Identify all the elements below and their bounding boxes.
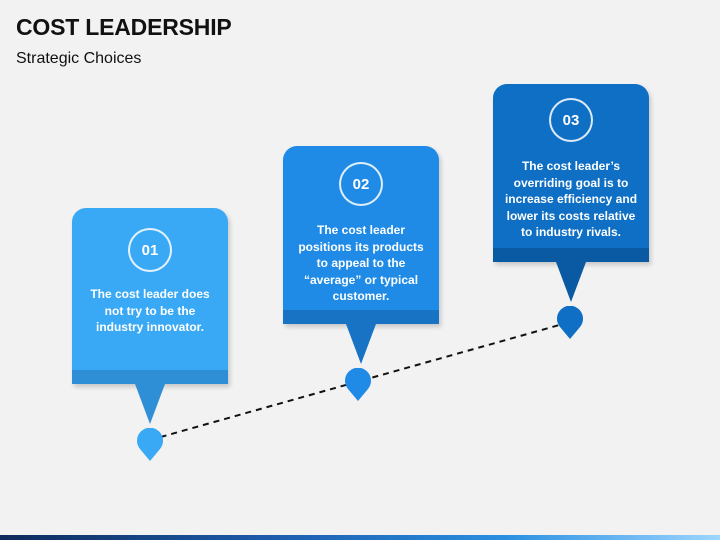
step-text-3: The cost leader’s overriding goal is to …	[504, 159, 638, 239]
step-card-3: 03 The cost leader’s overriding goal is …	[493, 84, 649, 262]
map-pin-icon-2	[345, 368, 371, 401]
step-pointer-3	[556, 262, 586, 302]
step-pointer-1	[135, 384, 165, 424]
footer-bar	[0, 535, 720, 540]
step-number-badge-2: 02	[339, 162, 383, 206]
step-card-band-1	[72, 370, 228, 384]
step-text-2: The cost leader positions its products t…	[298, 223, 424, 303]
step-text-1: The cost leader does not try to be the i…	[90, 287, 210, 334]
step-card-band-2	[283, 310, 439, 324]
page-subtitle: Strategic Choices	[16, 50, 142, 67]
step-number-badge-3: 03	[549, 98, 593, 142]
step-number-1: 01	[141, 241, 159, 259]
step-number-badge-1: 01	[128, 228, 172, 272]
step-pointer-2	[346, 324, 376, 364]
step-card-band-3	[493, 248, 649, 262]
step-number-3: 03	[562, 111, 580, 129]
map-pin-icon-3	[557, 306, 583, 339]
step-card-1: 01 The cost leader does not try to be th…	[72, 208, 228, 384]
step-card-2: 02 The cost leader positions its product…	[283, 146, 439, 324]
step-number-2: 02	[352, 175, 370, 193]
page-title: COST LEADERSHIP	[16, 14, 232, 40]
map-pin-icon-1	[137, 428, 163, 461]
